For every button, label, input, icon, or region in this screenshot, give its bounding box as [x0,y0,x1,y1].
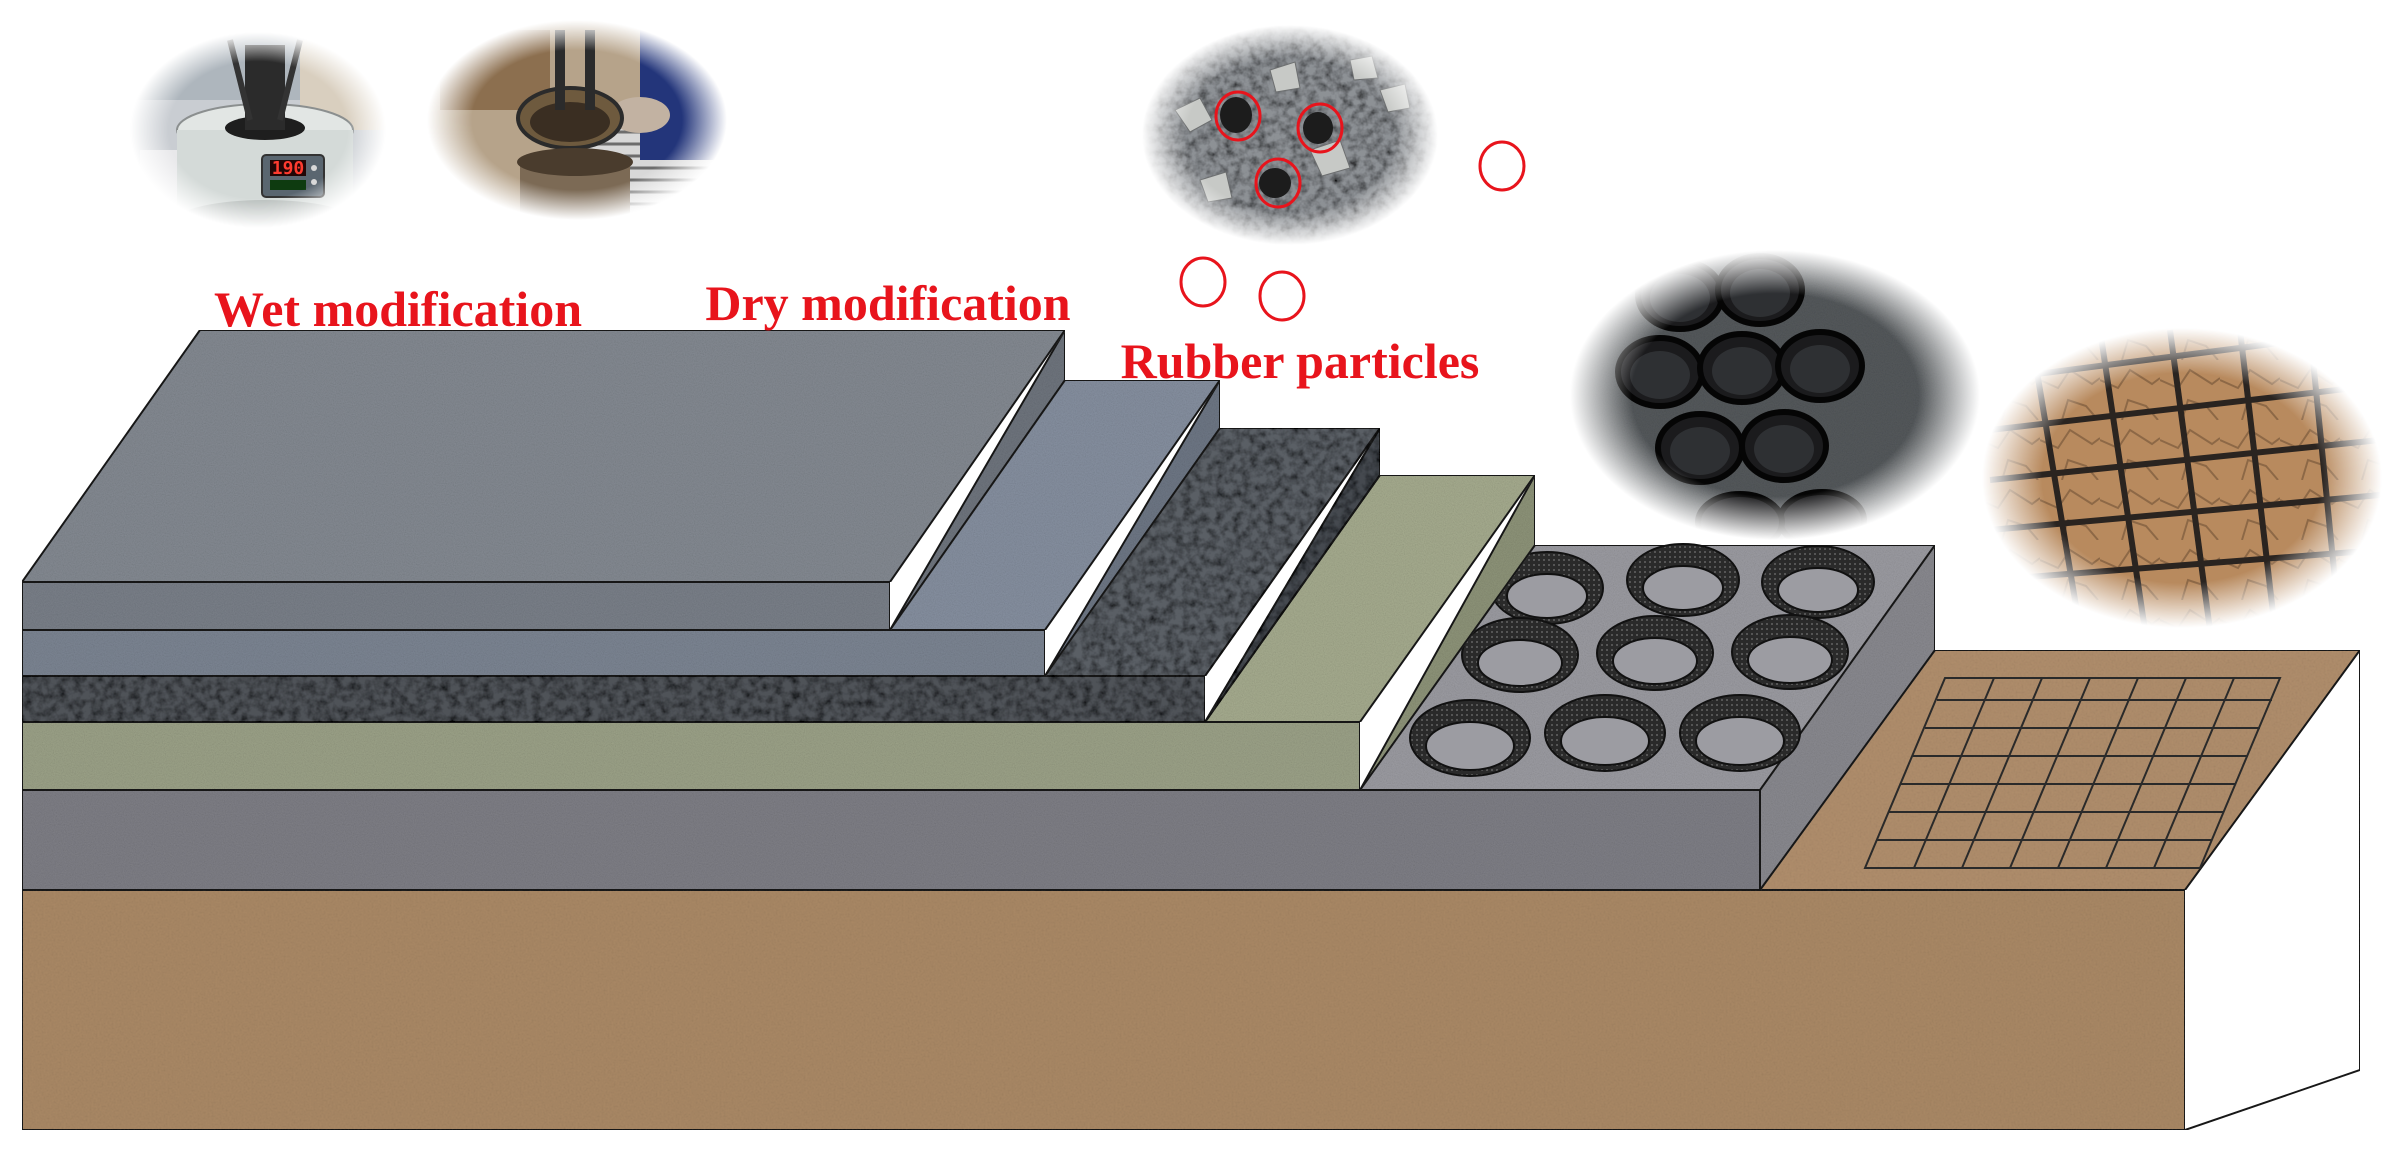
wet-modification-label: Wet modification [214,281,582,337]
geocell-ring [1731,614,1849,690]
geocell-rings [1409,543,1875,777]
red-circle-marker [1478,140,1526,192]
wet-modification-photo: 190 [125,30,400,240]
red-circle-marker [1258,270,1306,322]
geogrid-on-subgrade [1863,677,2282,869]
rubber-particles-label: Rubber particles [1121,333,1480,389]
red-circle-marker [1254,157,1302,209]
dry-modification-label: Dry modification [705,275,1070,331]
dry-modification-photo [425,20,740,230]
aggregate-layer [21,424,1382,723]
red-circle-marker [1214,90,1262,142]
rubber-particles-photo [1130,25,1515,310]
geogrid-photo [1975,325,2390,635]
cement-stabilized-layer [21,471,1537,791]
geocell-ring [1490,551,1604,625]
soil-subgrade-layer [21,648,2362,1132]
red-circle-marker [1296,102,1344,154]
geocell-ring [1626,543,1740,617]
thermostat-setpoint: 190 [272,158,305,179]
geocell-ring [1761,545,1875,619]
geocell-ring [1544,694,1666,772]
surface-layer [20,326,1067,631]
geocell-ring [1596,615,1714,691]
geocell-ring [1679,694,1801,772]
geocell-ring [1409,699,1531,777]
rubber-particle-markers [1179,90,1526,322]
middle-asphalt-layer [21,376,1222,677]
geocell-ring [1461,617,1579,693]
red-circle-marker [1179,256,1227,308]
geocell-photo [1560,245,1990,553]
